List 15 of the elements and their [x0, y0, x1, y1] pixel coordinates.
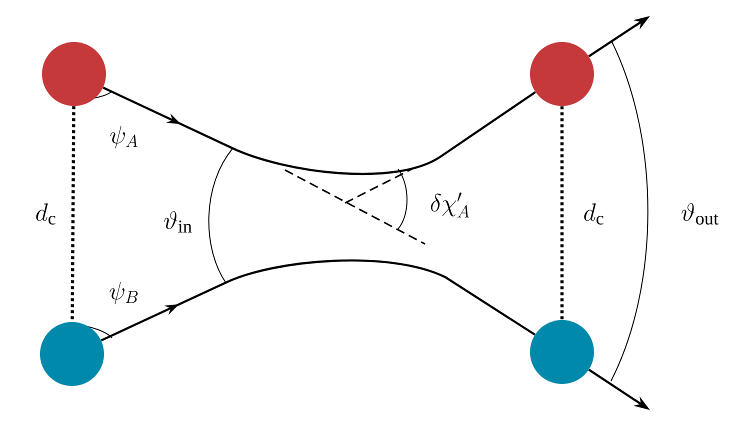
particle-circle	[530, 42, 594, 106]
particle-circle	[40, 322, 104, 386]
distance-label: $d_\mathrm{c}$	[36, 203, 56, 225]
angle-label: $\delta\chi'_A$	[430, 192, 470, 218]
trajectory-arrow	[100, 259, 536, 342]
angle-label: $\psi_A$	[110, 126, 138, 148]
angle-label: $\vartheta_\mathrm{out}$	[682, 203, 718, 225]
particle-circle	[530, 320, 594, 384]
angle-label: $\vartheta_\mathrm{in}$	[164, 211, 192, 232]
particle-circle	[42, 42, 106, 106]
trajectory-arrow	[102, 86, 536, 176]
dotted-line	[70, 106, 76, 322]
dotted-line	[560, 106, 564, 320]
angle-label: $\psi_B$	[110, 282, 138, 304]
distance-label: $d_\mathrm{c}$	[584, 203, 604, 225]
